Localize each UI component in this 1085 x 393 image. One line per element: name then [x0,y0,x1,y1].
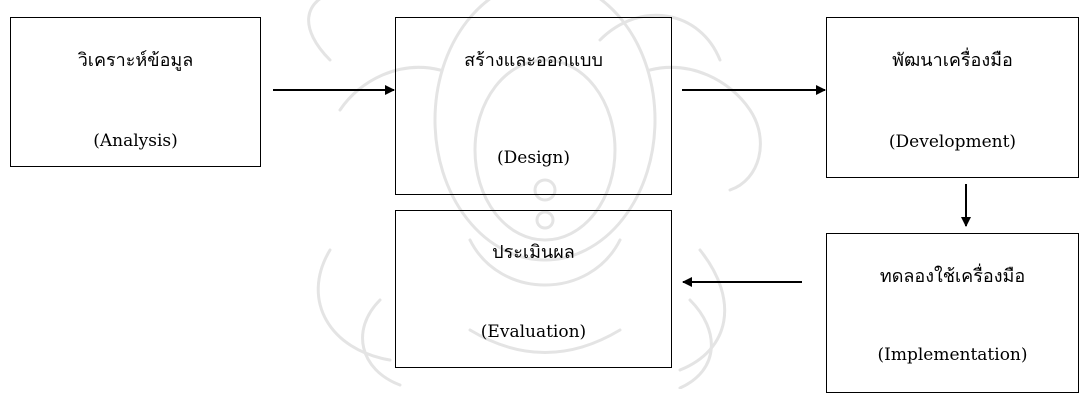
node-evaluation-subtitle: (Evaluation) [480,322,587,342]
node-evaluation-title: ประเมินผล [492,242,575,263]
node-analysis-title: วิเคราะห์ข้อมูล [77,50,194,71]
node-implementation-subtitle: (Implementation) [877,345,1028,365]
node-implementation: ทดลองใช้เครื่องมือ (Implementation) [826,233,1079,393]
node-analysis: วิเคราะห์ข้อมูล (Analysis) [10,17,261,167]
node-analysis-subtitle: (Analysis) [93,131,178,151]
node-evaluation: ประเมินผล (Evaluation) [395,210,672,368]
node-development-title: พัฒนาเครื่องมือ [892,50,1013,71]
node-design-subtitle: (Design) [497,148,570,168]
node-development: พัฒนาเครื่องมือ (Development) [826,17,1079,178]
node-implementation-title: ทดลองใช้เครื่องมือ [879,266,1026,287]
node-design-title: สร้างและออกแบบ [464,50,603,71]
node-design: สร้างและออกแบบ (Design) [395,17,672,195]
node-development-subtitle: (Development) [888,132,1017,152]
